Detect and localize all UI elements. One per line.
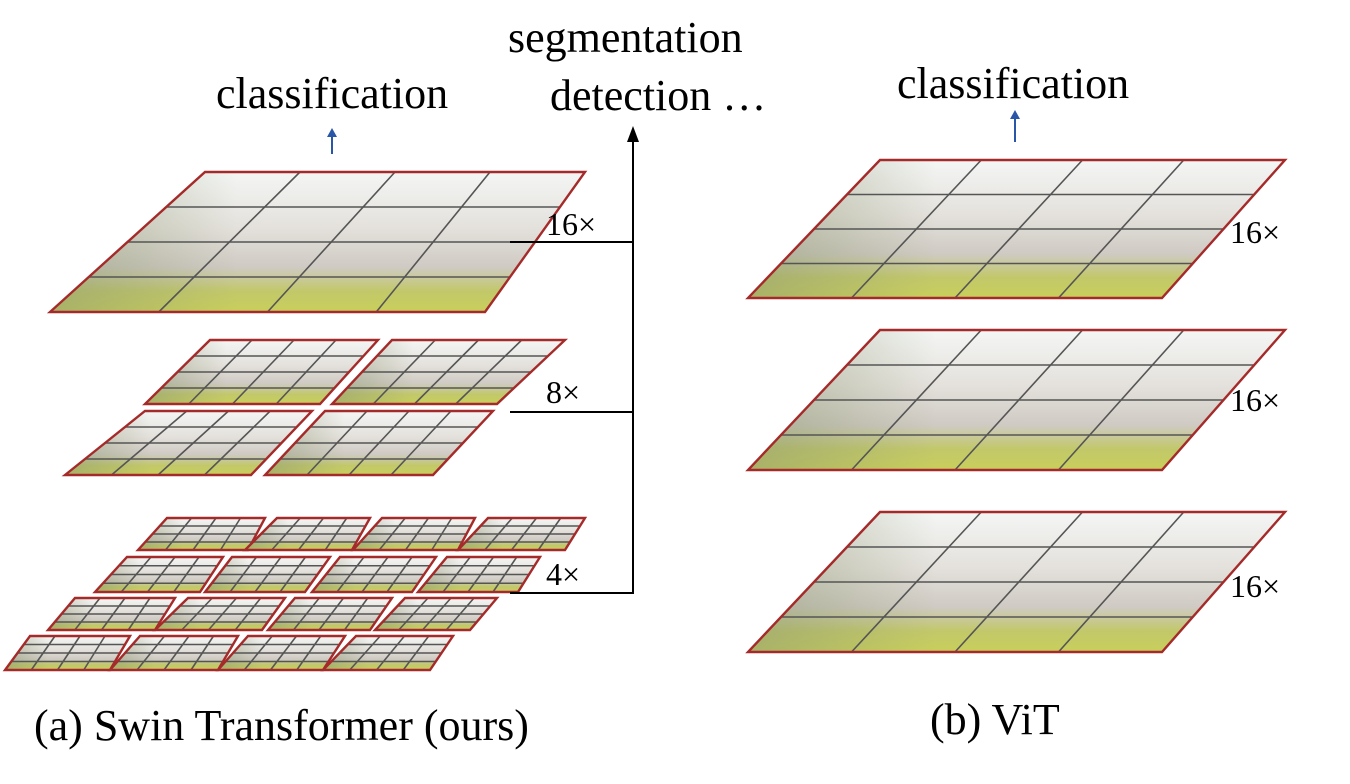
swin-window-4x [242,516,373,552]
swin-window-8x [329,338,569,406]
swin-window-8x [142,338,381,406]
vit-patch-grid-top [745,158,1288,300]
swin-classification-arrow [327,128,337,154]
swin-window-4x [2,634,133,672]
swin-classification-label: classification [216,69,449,118]
swin-window-4x [215,634,348,672]
vit-caption: (b) ViT [930,695,1060,744]
patch-layers [2,158,1288,672]
vit-patch-grid-middle [745,328,1288,472]
swin-window-4x [265,596,395,632]
swin-window-16x [46,170,588,314]
swin-window-8x [61,409,315,477]
vit-level-label-middle: 16× [1230,382,1281,418]
swin-detection-label: detection … [550,71,767,120]
vit-classification-arrow [1010,110,1020,142]
vit-patch-grid-bottom [745,510,1288,654]
vit-level-label-top: 16× [1230,214,1281,250]
vit-classification-label: classification [897,59,1130,108]
swin-window-4x [372,596,500,632]
swin-window-4x [92,555,226,594]
swin-level-label-16x: 16× [546,206,597,242]
swin-caption: (a) Swin Transformer (ours) [34,701,529,750]
swin-window-4x [45,596,178,632]
swin-window-4x [202,555,333,594]
swin-level-label-4x: 4× [546,556,581,592]
vit-level-label-bottom: 16× [1230,568,1281,604]
swin-window-4x [107,634,241,672]
swin-window-4x [350,516,477,552]
swin-window-4x [135,516,267,552]
swin-window-4x [309,555,439,594]
swin-level-label-8x: 8× [546,374,581,410]
swin-window-8x [262,409,496,477]
multi-scale-output-connector [510,126,639,594]
swin-window-4x [415,555,543,594]
swin-window-4x [455,516,588,552]
swin-window-4x [320,634,456,672]
connector-arrows [327,110,1020,594]
swin-segmentation-label: segmentation [508,13,743,62]
swin-window-4x [152,596,288,632]
